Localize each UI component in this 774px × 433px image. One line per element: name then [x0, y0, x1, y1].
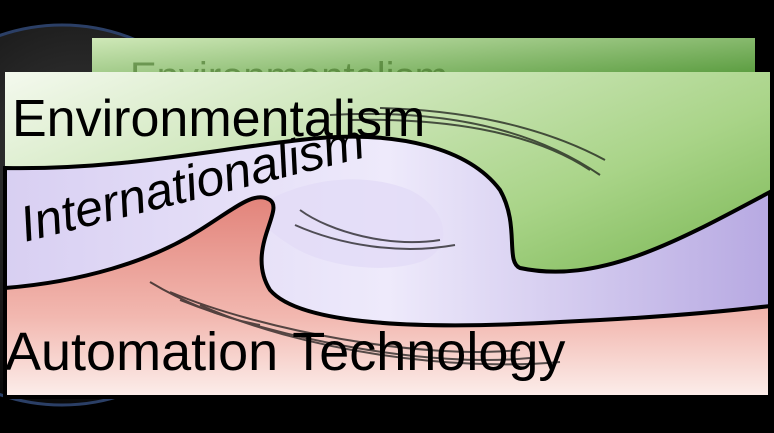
label-top: Environmentalism — [12, 90, 425, 148]
label-bottom: Automation Technology — [5, 322, 565, 382]
